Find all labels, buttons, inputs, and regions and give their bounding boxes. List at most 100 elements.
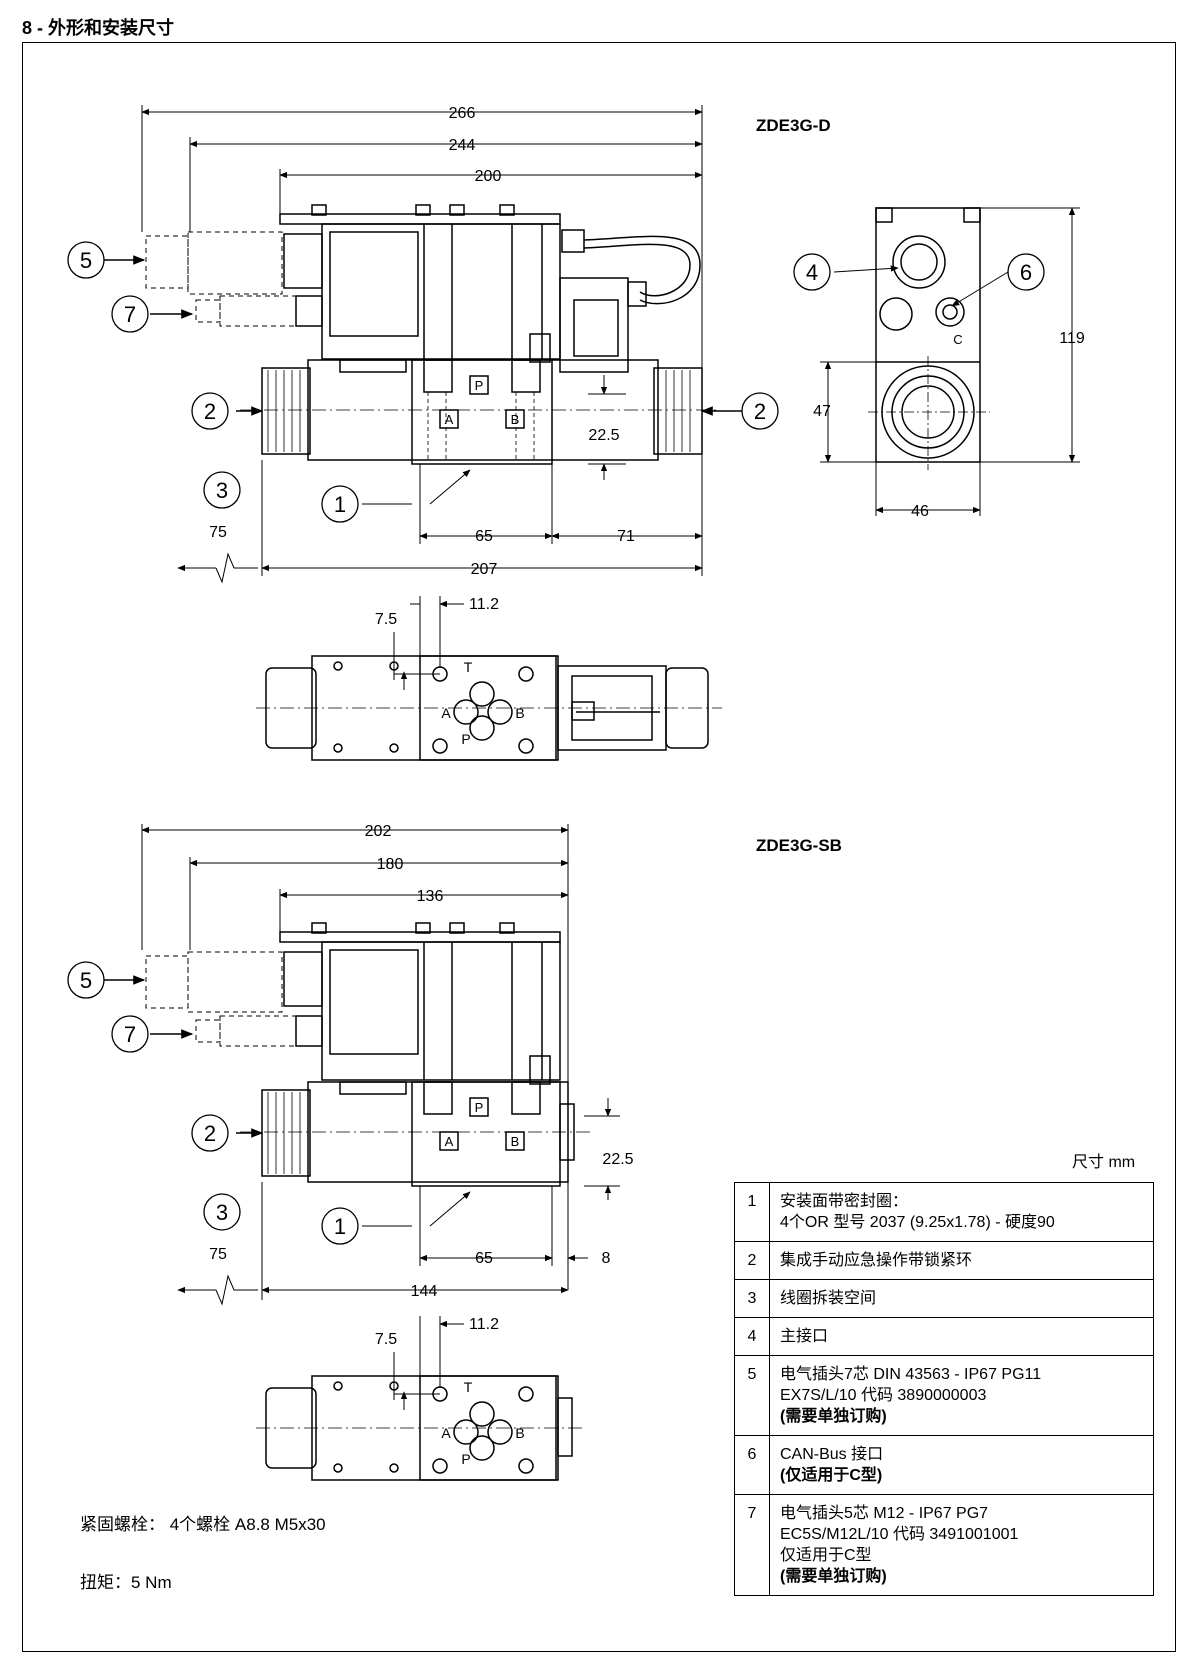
legend-line: 线圈拆装空间: [780, 1290, 877, 1307]
port-p-plan-b: P: [461, 1451, 470, 1467]
callout-6: 6: [1020, 260, 1032, 285]
dim-200: 200: [475, 168, 502, 185]
top-side-view: [104, 105, 742, 584]
dim-75-b: 75: [209, 1246, 227, 1263]
legend-line: 电气插头5芯 M12 - IP67 PG7: [780, 1505, 989, 1522]
legend-description: 集成手动应急操作带锁紧环: [769, 1241, 1154, 1280]
callout-7-b: 7: [124, 1022, 136, 1047]
callout-7: 7: [124, 302, 136, 327]
legend-description: 主接口: [769, 1317, 1154, 1356]
torque-note: 扭矩：5 Nm: [80, 1573, 172, 1592]
callout-1: 1: [334, 492, 346, 517]
legend-number: 6: [734, 1435, 770, 1495]
legend-row: 3 线圈拆装空间: [734, 1279, 1154, 1318]
callout-2-right: 2: [754, 399, 766, 424]
dim-22-5-b: 22.5: [602, 1151, 633, 1168]
legend-number: 5: [734, 1355, 770, 1436]
callout-3-b: 3: [216, 1200, 228, 1225]
legend-line: 4个OR 型号 2037 (9.25x1.78) - 硬度90: [780, 1214, 1055, 1231]
top-plan-view: [256, 596, 722, 761]
model-label-d: ZDE3G-D: [756, 116, 831, 135]
dim-8: 8: [602, 1250, 611, 1267]
port-b-b: B: [511, 1134, 520, 1149]
callout-2-left: 2: [204, 399, 216, 424]
port-p-plan: P: [461, 731, 470, 747]
port-b: B: [511, 412, 520, 427]
legend-number: 4: [734, 1317, 770, 1356]
dim-65: 65: [475, 528, 493, 545]
legend-description: CAN-Bus 接口 (仅适用于C型): [769, 1435, 1154, 1495]
port-c: C: [953, 332, 962, 347]
callout-5-b: 5: [80, 968, 92, 993]
dim-11-2-b: 11.2: [469, 1316, 499, 1333]
dim-22-5: 22.5: [588, 427, 619, 444]
legend-line: (需要单独订购): [780, 1568, 887, 1585]
callout-2-b: 2: [204, 1121, 216, 1146]
port-t-plan-b: T: [464, 1379, 473, 1395]
legend-description: 安装面带密封圈： 4个OR 型号 2037 (9.25x1.78) - 硬度90: [769, 1182, 1154, 1242]
callout-5: 5: [80, 248, 92, 273]
legend-table: 1 安装面带密封圈： 4个OR 型号 2037 (9.25x1.78) - 硬度90…: [734, 1182, 1154, 1596]
legend-line: 集成手动应急操作带锁紧环: [780, 1252, 973, 1269]
dim-144: 144: [411, 1283, 438, 1300]
port-b-plan: B: [515, 705, 524, 721]
legend-line: 电气插头7芯 DIN 43563 - IP67 PG11: [780, 1366, 1042, 1383]
legend-number: 7: [734, 1494, 770, 1596]
legend-line: EC5S/M12L/10 代码 3491001001: [780, 1526, 1019, 1543]
port-p-b: P: [475, 1100, 484, 1115]
port-a-plan-b: A: [441, 1425, 451, 1441]
legend-number: 1: [734, 1182, 770, 1242]
dim-207: 207: [471, 561, 498, 578]
legend-row: 4 主接口: [734, 1317, 1154, 1356]
callout-4: 4: [806, 260, 818, 285]
callout-3: 3: [216, 478, 228, 503]
bottom-plan-view: [256, 1316, 586, 1481]
drawing-frame: [22, 42, 1176, 1652]
units-label: 尺寸 mm: [1072, 1154, 1136, 1171]
dim-65-b: 65: [475, 1250, 493, 1267]
legend-line: 仅适用于C型: [780, 1547, 872, 1564]
dim-244: 244: [449, 137, 476, 154]
dim-75: 75: [209, 524, 227, 541]
port-t-plan: T: [464, 659, 473, 675]
dim-7-5-b: 7.5: [375, 1331, 397, 1348]
dim-180: 180: [377, 856, 404, 873]
bottom-side-view: [104, 824, 620, 1306]
dim-11-2: 11.2: [469, 596, 499, 613]
port-a-plan: A: [441, 705, 451, 721]
section-heading: 8 - 外形和安装尺寸: [22, 18, 175, 38]
dim-119: 119: [1059, 330, 1085, 347]
legend-line: 主接口: [780, 1328, 829, 1345]
dim-266: 266: [449, 105, 476, 122]
legend-row: 6 CAN-Bus 接口 (仅适用于C型): [734, 1435, 1154, 1495]
port-b-plan-b: B: [515, 1425, 524, 1441]
legend-line: 安装面带密封圈：: [780, 1193, 909, 1210]
legend-line: CAN-Bus 接口: [780, 1446, 884, 1463]
legend-line: (仅适用于C型): [780, 1467, 883, 1484]
legend-number: 3: [734, 1279, 770, 1318]
bolts-note: 紧固螺栓： 4个螺栓 A8.8 M5x30: [80, 1515, 326, 1534]
dim-46: 46: [911, 503, 929, 520]
legend-line: (需要单独订购): [780, 1408, 887, 1425]
legend-row: 1 安装面带密封圈： 4个OR 型号 2037 (9.25x1.78) - 硬度90: [734, 1182, 1154, 1242]
model-label-sb: ZDE3G-SB: [756, 836, 842, 855]
dim-7-5: 7.5: [375, 611, 397, 628]
legend-number: 2: [734, 1241, 770, 1280]
port-a: A: [445, 412, 454, 427]
legend-description: 线圈拆装空间: [769, 1279, 1154, 1318]
dim-47: 47: [813, 403, 831, 420]
callout-1-b: 1: [334, 1214, 346, 1239]
legend-row: 2 集成手动应急操作带锁紧环: [734, 1241, 1154, 1280]
port-a-b: A: [445, 1134, 454, 1149]
top-end-view: [820, 207, 1080, 516]
dim-202: 202: [365, 823, 392, 840]
dim-71: 71: [617, 528, 635, 545]
legend-line: EX7S/L/10 代码 3890000003: [780, 1387, 987, 1404]
dim-136: 136: [417, 888, 444, 905]
port-p: P: [475, 378, 484, 393]
